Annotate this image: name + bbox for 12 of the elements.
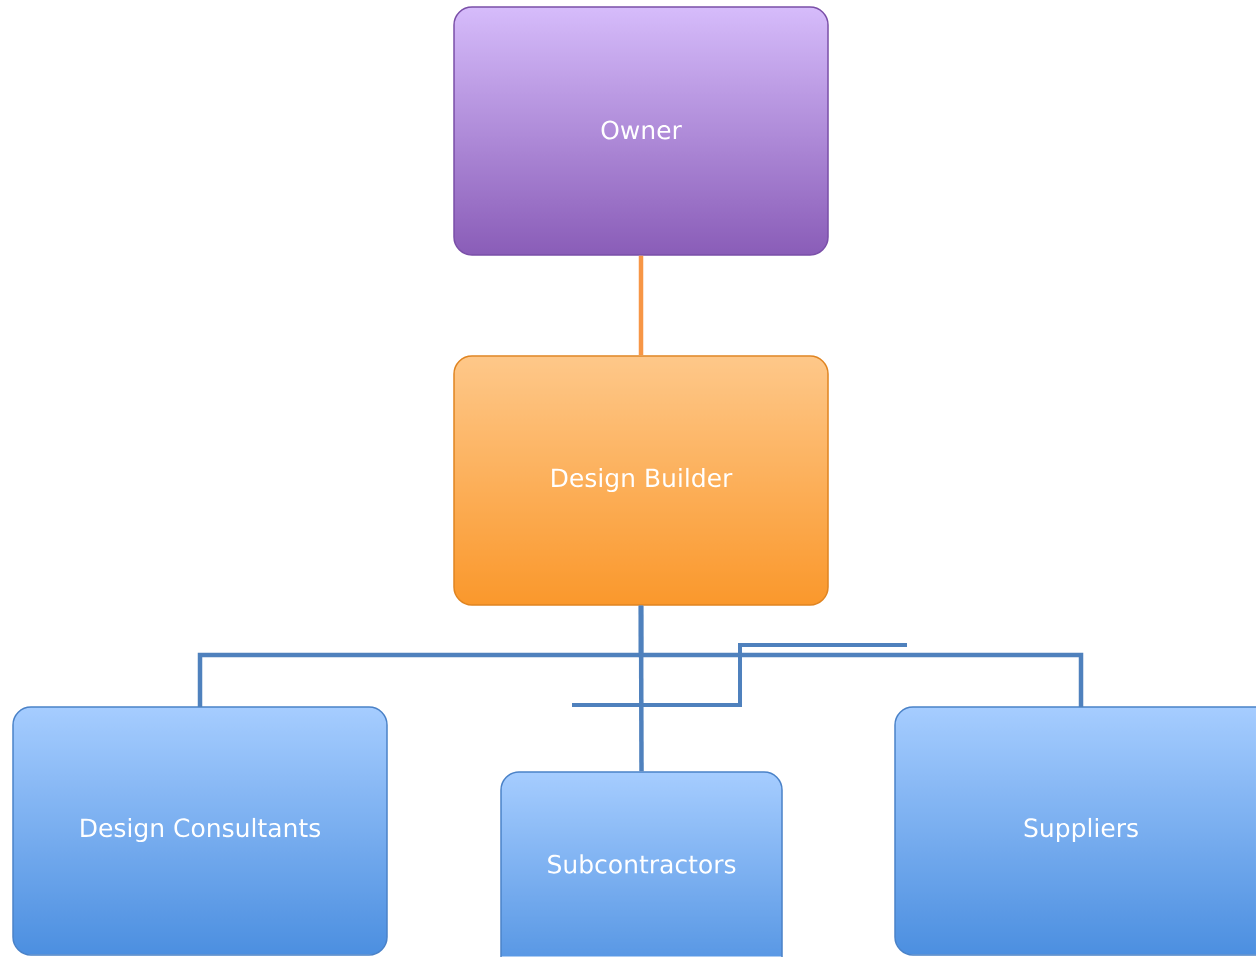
org-box — [453, 355, 829, 606]
box-label: Design Consultants — [81, 817, 321, 843]
org-box — [453, 6, 829, 256]
org-box — [500, 771, 783, 957]
org-box — [12, 706, 388, 956]
box-label: Owner — [601, 120, 682, 140]
box-label: Subcontractors — [548, 854, 736, 874]
connector-line — [638, 255, 644, 356]
box-label: Design Builder — [552, 467, 733, 493]
connector-line — [638, 605, 1084, 707]
box-label: Suppliers — [1024, 817, 1138, 843]
org-box — [894, 706, 1256, 956]
